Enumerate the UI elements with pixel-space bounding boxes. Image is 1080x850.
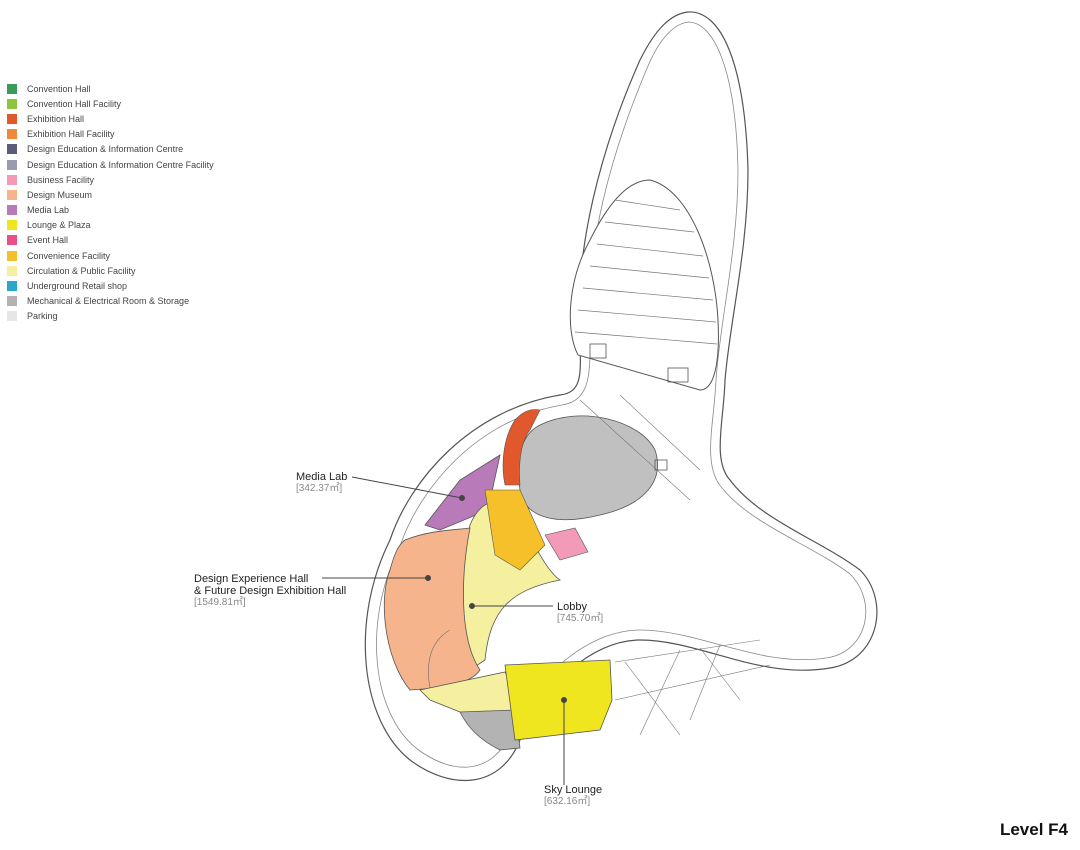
- design-hall-name-line2: & Future Design Exhibition Hall: [194, 585, 347, 597]
- legend-swatch: [7, 189, 17, 200]
- convenience-core: [484, 489, 546, 571]
- business-facility: [544, 527, 589, 561]
- legend-item: Exhibition Hall Facility: [7, 127, 214, 142]
- lobby-label: Lobby [745.70㎡]: [557, 601, 603, 625]
- legend-label: Media Lab: [27, 205, 70, 216]
- legend-label: Circulation & Public Facility: [27, 265, 136, 276]
- legend-item: Convention Hall Facility: [7, 96, 214, 111]
- legend-label: Design Museum: [27, 189, 93, 200]
- legend-item: Business Facility: [7, 172, 214, 187]
- design-hall-name-line1: Design Experience Hall: [194, 573, 309, 585]
- legend-item: Circulation & Public Facility: [7, 263, 214, 278]
- lobby-name: Lobby: [557, 601, 587, 613]
- media-lab-label: Media Lab [342.37㎡]: [296, 471, 347, 495]
- legend-swatch: [7, 220, 17, 231]
- legend-item: Convenience Facility: [7, 248, 214, 263]
- design-hall-area-value: [1549.81㎡]: [194, 597, 246, 608]
- legend-label: Convenience Facility: [27, 250, 111, 261]
- legend-item: Mechanical & Electrical Room & Storage: [7, 294, 214, 309]
- pod-square-right: [667, 367, 689, 383]
- media-lab-name: Media Lab: [296, 471, 348, 483]
- mechanical-room: [518, 415, 658, 521]
- legend-item: Convention Hall: [7, 81, 214, 96]
- legend-label: Event Hall: [27, 235, 69, 246]
- legend-item: Design Education & Information Centre Fa…: [7, 157, 214, 172]
- legend-label: Underground Retail shop: [27, 281, 128, 292]
- legend-label: Lounge & Plaza: [27, 220, 91, 231]
- legend-item: Underground Retail shop: [7, 278, 214, 293]
- legend-swatch: [7, 144, 17, 155]
- legend-swatch: [7, 174, 17, 185]
- legend-item: Event Hall: [7, 233, 214, 248]
- legend-item: Parking: [7, 309, 214, 324]
- upper-pod: [569, 179, 719, 391]
- legend-swatch: [7, 250, 17, 261]
- legend-swatch: [7, 296, 17, 307]
- sky-lounge-area-value: [632.16㎡]: [544, 796, 591, 807]
- legend-label: Design Education & Information Centre Fa…: [27, 159, 214, 170]
- leader-lines: [322, 476, 567, 785]
- legend-label: Convention Hall Facility: [27, 98, 122, 109]
- legend-label: Parking: [27, 311, 58, 322]
- legend-item: Design Education & Information Centre: [7, 142, 214, 157]
- sky-lounge-label: Sky Lounge [632.16㎡]: [544, 784, 602, 808]
- legend-item: Media Lab: [7, 203, 214, 218]
- pod-square-left: [589, 343, 607, 359]
- legend-label: Exhibition Hall Facility: [27, 129, 115, 140]
- legend-item: Lounge & Plaza: [7, 218, 214, 233]
- media-lab-area-value: [342.37㎡]: [296, 483, 343, 494]
- legend-swatch: [7, 113, 17, 124]
- legend-swatch: [7, 265, 17, 276]
- pod-stripes: [574, 199, 718, 345]
- sky-lounge-name: Sky Lounge: [544, 784, 603, 796]
- lobby-area-value: [745.70㎡]: [557, 613, 604, 624]
- design-hall-label: Design Experience Hall & Future Design E…: [194, 573, 346, 609]
- legend-swatch: [7, 281, 17, 292]
- legend-label: Convention Hall: [27, 83, 91, 94]
- legend-swatch: [7, 129, 17, 140]
- legend-swatch: [7, 98, 17, 109]
- legend-item: Exhibition Hall: [7, 111, 214, 126]
- lower-mechanical: [459, 709, 521, 751]
- legend-label: Design Education & Information Centre: [27, 144, 184, 155]
- legend-swatch: [7, 205, 17, 216]
- legend-swatch: [7, 235, 17, 246]
- legend-swatch: [7, 83, 17, 94]
- sky-lounge-area: [504, 659, 613, 741]
- legend-swatch: [7, 159, 17, 170]
- level-title: Level F4: [999, 820, 1068, 839]
- legend-swatch: [7, 311, 17, 322]
- legend-label: Mechanical & Electrical Room & Storage: [27, 296, 190, 307]
- legend-label: Exhibition Hall: [27, 113, 85, 124]
- wing-structure: [579, 394, 771, 736]
- wing-square: [654, 459, 668, 471]
- exhibition-hall: [502, 409, 541, 486]
- legend-item: Design Museum: [7, 187, 214, 202]
- design-hall-curve: [428, 629, 451, 689]
- legend-label: Business Facility: [27, 174, 95, 185]
